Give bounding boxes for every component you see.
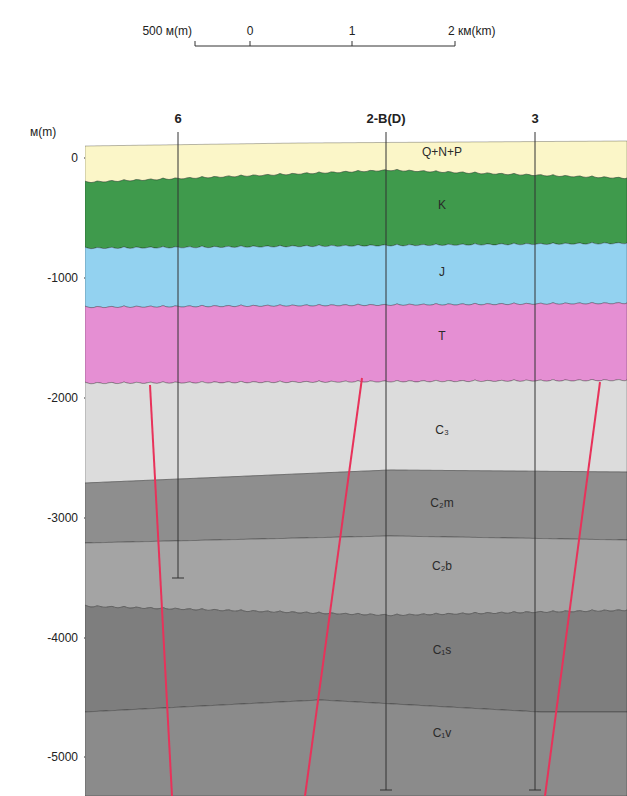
strata-band: J — [85, 240, 627, 310]
well-number: 3 — [531, 112, 538, 125]
strata-label: Q+N+P — [422, 146, 462, 158]
axis-unit: м(m) — [30, 126, 56, 138]
scale-label: 500 м(m) — [142, 25, 192, 37]
strata-label: T — [438, 330, 445, 342]
strata-label: C₃ — [435, 424, 449, 436]
strata-band: C₃ — [85, 377, 627, 485]
depth-tick: -5000 — [47, 751, 78, 763]
strata-label: C₂m — [430, 497, 453, 509]
scale-label: 1 — [349, 25, 356, 37]
scale-label: 2 км(km) — [448, 25, 496, 37]
well-number: 2-В(D) — [367, 112, 406, 125]
well-number: 6 — [174, 112, 181, 125]
band-shape — [85, 534, 627, 618]
band-shape — [85, 377, 627, 485]
strata-band: T — [85, 300, 627, 386]
scale-label: 0 — [247, 25, 254, 37]
band-shape — [85, 240, 627, 310]
strata-label: C₁s — [433, 644, 452, 656]
band-shape — [85, 167, 627, 251]
depth-tick: -3000 — [47, 512, 78, 524]
strata-label: J — [439, 266, 445, 278]
strata-band: C₂m — [85, 468, 627, 545]
band-shape — [85, 698, 627, 796]
band-shape — [85, 300, 627, 386]
depth-tick: 0 — [71, 152, 78, 164]
depth-tick: -2000 — [47, 392, 78, 404]
strata-band: C₁v — [85, 698, 627, 796]
band-shape — [85, 468, 627, 545]
strata-band: K — [85, 167, 627, 251]
strata-label: C₁v — [433, 727, 452, 739]
strata-band: C₂b — [85, 534, 627, 618]
depth-tick: -1000 — [47, 272, 78, 284]
strata-label: C₂b — [432, 560, 452, 572]
strata-label: K — [438, 199, 446, 211]
depth-tick: -4000 — [47, 632, 78, 644]
